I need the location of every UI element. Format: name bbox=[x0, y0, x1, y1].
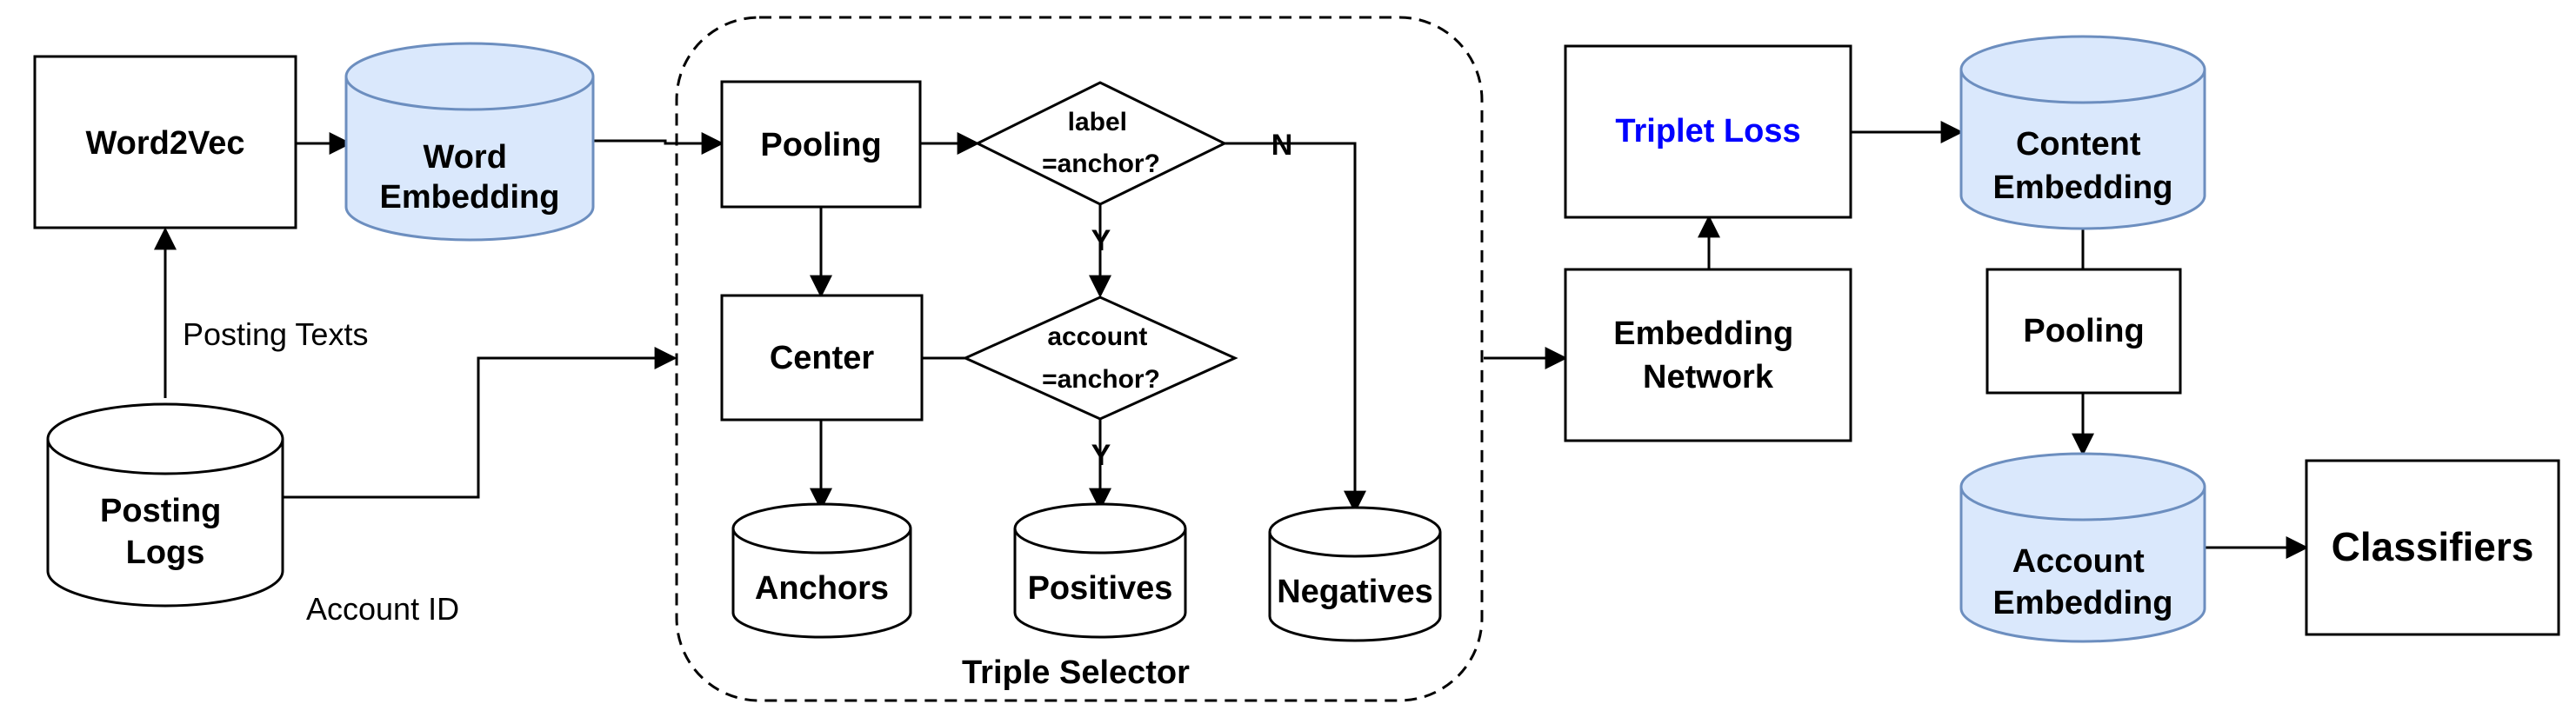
account-decision-label: account =anchor? bbox=[1042, 322, 1160, 394]
pooling-box-left bbox=[720, 80, 922, 209]
posting-logs-line-2: Logs bbox=[126, 535, 205, 571]
account-decision-line-2: =anchor? bbox=[1042, 365, 1160, 394]
word-embedding-label: Word Embedding bbox=[380, 139, 560, 216]
content-embedding-db bbox=[1959, 35, 2206, 230]
center-box bbox=[720, 294, 924, 422]
edge-embedding-pooling bbox=[593, 132, 724, 155]
label-no-label: N bbox=[1271, 129, 1293, 162]
posting-logs-db bbox=[46, 402, 284, 608]
pooling-left-label: Pooling bbox=[760, 127, 881, 163]
pooling-box-right bbox=[1985, 268, 2182, 395]
account-decision-line-1: account bbox=[1047, 322, 1147, 351]
label-decision-line-1: label bbox=[1068, 108, 1127, 136]
center-label: Center bbox=[770, 340, 875, 376]
embedding-network-line-2: Network bbox=[1643, 359, 1774, 395]
embedding-network-label: Embedding Network bbox=[1613, 316, 1802, 395]
word-embedding-line-1: Word bbox=[424, 139, 507, 176]
positives-db bbox=[1013, 502, 1187, 639]
label-decision-line-2: =anchor? bbox=[1042, 149, 1160, 178]
content-embedding-label: Content Embedding bbox=[1993, 126, 2173, 206]
word-embedding-line-2: Embedding bbox=[380, 179, 560, 216]
embedding-network-box bbox=[1564, 268, 1852, 442]
account-yes-label: Y bbox=[1091, 439, 1111, 472]
account-embedding-line-2: Embedding bbox=[1993, 585, 2173, 621]
pooling-right-label: Pooling bbox=[2023, 313, 2144, 349]
triplet-loss-label: Triplet Loss bbox=[1615, 113, 1800, 149]
content-embedding-line-1: Content bbox=[2016, 126, 2141, 163]
edge-label-negatives bbox=[1225, 142, 1366, 514]
negatives-db bbox=[1268, 506, 1442, 642]
positives-label: Positives bbox=[1028, 570, 1173, 607]
account-decision-diamond bbox=[962, 296, 1238, 421]
account-embedding-db bbox=[1959, 452, 2206, 643]
posting-logs-line-1: Posting bbox=[100, 493, 221, 529]
account-id-label: Account ID bbox=[306, 591, 459, 627]
account-embedding-label: Account Embedding bbox=[1993, 543, 2173, 621]
edges bbox=[154, 121, 2309, 559]
embedding-network-line-1: Embedding bbox=[1613, 316, 1793, 352]
triplet-loss-box bbox=[1564, 44, 1852, 219]
posting-texts-label: Posting Texts bbox=[183, 316, 368, 352]
triple-selector-label: Triple Selector bbox=[962, 654, 1190, 691]
edge-logs-selector bbox=[283, 347, 677, 499]
anchors-db bbox=[731, 502, 912, 639]
word2vec-box bbox=[33, 55, 297, 229]
word2vec-label: Word2Vec bbox=[85, 125, 244, 162]
content-embedding-line-2: Embedding bbox=[1993, 169, 2173, 206]
label-decision-diamond bbox=[974, 81, 1228, 206]
posting-logs-label: Posting Logs bbox=[100, 493, 230, 571]
account-embedding-line-1: Account bbox=[2012, 543, 2145, 580]
anchors-label: Anchors bbox=[755, 570, 889, 607]
label-yes-label: Y bbox=[1091, 224, 1111, 257]
word-embedding-db bbox=[344, 42, 595, 242]
negatives-label: Negatives bbox=[1277, 574, 1433, 610]
classifiers-box bbox=[2305, 459, 2560, 636]
label-decision-label: label =anchor? bbox=[1042, 108, 1160, 178]
classifiers-label: Classifiers bbox=[2332, 524, 2534, 569]
